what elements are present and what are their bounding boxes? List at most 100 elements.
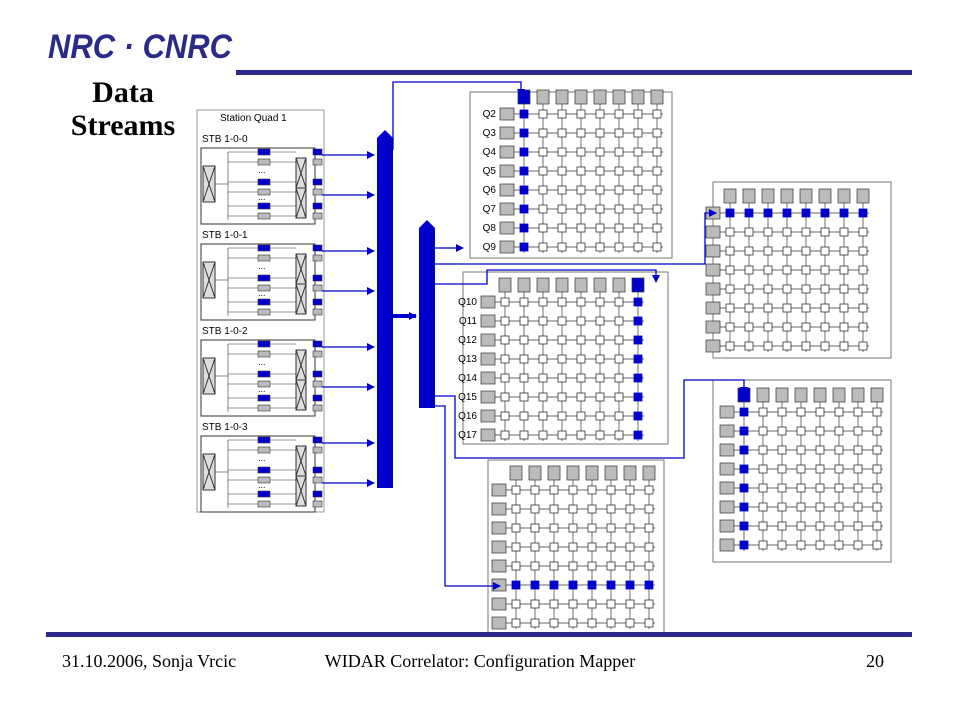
matrix-cell — [614, 316, 624, 326]
data-stream-arrow — [435, 379, 748, 459]
matrix-cell-active — [644, 580, 654, 590]
stb-output-blue — [312, 490, 323, 498]
matrix-cell — [576, 373, 586, 383]
matrix-cell — [538, 242, 548, 252]
matrix-cell — [744, 322, 754, 332]
matrix-cell — [858, 303, 868, 313]
matrix-cell — [538, 297, 548, 307]
stb-board: STB 1-0-2...... — [200, 326, 375, 417]
matrix-cell — [595, 242, 605, 252]
matrix-cell — [530, 618, 540, 628]
matrix-cell — [872, 521, 882, 531]
matrix-col-head — [593, 89, 607, 105]
matrix-row-head — [499, 145, 515, 159]
matrix-cell-active — [519, 204, 529, 214]
matrix-cell — [758, 426, 768, 436]
matrix-cell — [820, 265, 830, 275]
matrix-cell-active — [587, 580, 597, 590]
matrix-cell — [557, 204, 567, 214]
stb-output-gray — [312, 446, 323, 454]
matrix-cell-active — [820, 208, 830, 218]
matrix-cell — [549, 599, 559, 609]
matrix-cell — [500, 354, 510, 364]
stb-gray-chip — [257, 212, 271, 220]
matrix-col-head — [631, 89, 645, 105]
matrix-cell — [587, 504, 597, 514]
matrix-cell-active — [858, 208, 868, 218]
matrix-row-head — [499, 221, 515, 235]
stb-crossbar-cross — [295, 157, 307, 189]
matrix-cell — [834, 426, 844, 436]
matrix-cell — [834, 483, 844, 493]
matrix-cell — [568, 542, 578, 552]
matrix-cell-active — [744, 208, 754, 218]
matrix-cell — [595, 373, 605, 383]
matrix-cell — [614, 392, 624, 402]
stb-output-gray — [312, 158, 323, 166]
matrix-cell — [519, 354, 529, 364]
matrix-row-head — [491, 559, 507, 573]
stb-blue-chip — [257, 394, 271, 402]
matrix-row-label: Q4 — [483, 147, 497, 158]
stb-output-blue — [312, 274, 323, 282]
matrix-cell — [549, 618, 559, 628]
matrix-cell-active — [782, 208, 792, 218]
matrix-cell — [538, 109, 548, 119]
matrix-row-label: Q12 — [458, 335, 477, 346]
matrix-cell — [538, 373, 548, 383]
matrix-cell-active — [606, 580, 616, 590]
top-rule — [236, 70, 912, 75]
matrix-cell — [614, 147, 624, 157]
matrix-cell — [652, 204, 662, 214]
matrix-cell — [839, 284, 849, 294]
matrix-cell — [815, 407, 825, 417]
matrix-cell — [568, 504, 578, 514]
matrix-row-label: Q14 — [458, 373, 477, 384]
matrix-row-head — [499, 240, 515, 254]
matrix-cell — [625, 599, 635, 609]
matrix-cell — [782, 322, 792, 332]
matrix-cell — [587, 618, 597, 628]
matrix-cell — [576, 242, 586, 252]
matrix-cell — [606, 485, 616, 495]
matrix-cell — [872, 426, 882, 436]
matrix-cell — [519, 297, 529, 307]
matrix-cell — [587, 523, 597, 533]
matrix-col-head — [761, 188, 775, 204]
matrix-cell — [858, 322, 868, 332]
matrix-cell — [595, 185, 605, 195]
matrix-row-label: Q7 — [483, 204, 497, 215]
stb-crossbar-cross — [295, 349, 307, 381]
stb-blue-chip — [257, 202, 271, 210]
stb-output-blue — [312, 148, 323, 156]
matrix-row-head — [719, 500, 735, 514]
matrix-cell-active — [739, 464, 749, 474]
matrix-cell — [782, 341, 792, 351]
matrix-cell — [557, 354, 567, 364]
matrix-col-head — [650, 89, 664, 105]
matrix-col-head — [780, 188, 794, 204]
matrix-cell — [614, 185, 624, 195]
matrix-row-head — [705, 244, 721, 258]
stb-ellipsis: ... — [258, 480, 266, 490]
matrix-row-head — [499, 126, 515, 140]
matrix-cell — [500, 430, 510, 440]
matrix-cell — [595, 411, 605, 421]
matrix-cell — [796, 483, 806, 493]
matrix-col-head — [856, 188, 870, 204]
matrix-cell — [549, 561, 559, 571]
matrix-cell — [763, 322, 773, 332]
matrix-cell — [557, 109, 567, 119]
matrix-cell — [606, 618, 616, 628]
matrix-row-head — [499, 183, 515, 197]
matrix-row-label: Q16 — [458, 411, 477, 422]
matrix-cell — [872, 407, 882, 417]
matrix-cell — [853, 540, 863, 550]
stb-blue-chip — [257, 436, 271, 444]
matrix-cell — [606, 561, 616, 571]
matrix-cell — [633, 204, 643, 214]
matrix-cell — [568, 561, 578, 571]
matrix-cell — [595, 354, 605, 364]
matrix-cell — [644, 542, 654, 552]
stb-output-gray — [312, 476, 323, 484]
